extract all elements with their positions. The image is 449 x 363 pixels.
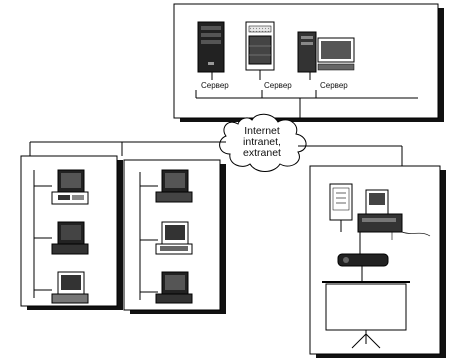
workstation-icon: [51, 169, 89, 205]
server-bus: [195, 70, 418, 118]
workstation-icon: [155, 221, 193, 255]
server-cabinet-icon: [245, 21, 275, 71]
cloud-line-extranet: extranet: [243, 147, 281, 159]
printer-icon: [357, 189, 431, 240]
cloud-label: Internet intranet, extranet: [222, 126, 302, 159]
network-cloud: [219, 113, 307, 172]
workstation-icon: [155, 271, 193, 304]
flipchart-icon: [329, 183, 353, 232]
cloud-line-intranet: intranet,: [243, 136, 281, 148]
projection-screen-icon: [322, 281, 410, 349]
cloud-line-internet: Internet: [244, 125, 280, 137]
server-tower-icon: [197, 21, 225, 73]
server-label-2: Сервер: [264, 81, 292, 90]
desktop-computer-icon: [297, 31, 355, 73]
server-label-1: Сервер: [201, 81, 229, 90]
server-label-3: Сервер: [320, 81, 348, 90]
workstation-icon: [155, 169, 193, 203]
projector-icon: [337, 232, 389, 282]
workstation-icon: [51, 271, 89, 304]
workstation-icon: [51, 221, 89, 255]
